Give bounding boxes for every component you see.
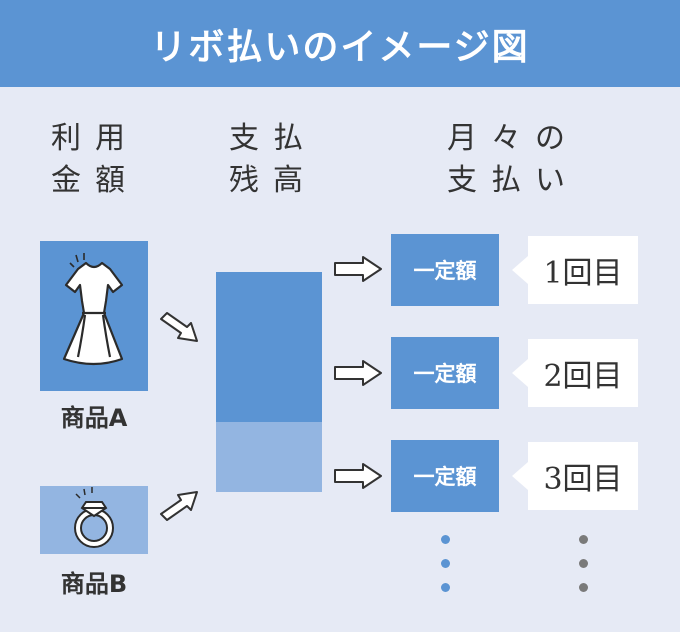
continuation-dot <box>441 559 450 568</box>
column-header-usage: 利用 金額 <box>30 118 160 202</box>
ring-icon <box>74 487 114 548</box>
column-header-balance-line2: 残高 <box>229 163 317 198</box>
arrow-to-payment-3 <box>334 463 382 489</box>
continuation-dot <box>441 535 450 544</box>
arrow-to-payment-2 <box>334 360 382 386</box>
continuation-dot <box>579 583 588 592</box>
payment-count-2: 2回目 <box>512 339 638 407</box>
continuation-dot <box>579 535 588 544</box>
dress-icon <box>62 253 124 366</box>
balance-block-product-b <box>216 422 322 492</box>
arrow-product-a-to-balance <box>160 312 198 342</box>
column-header-balance: 支払 残高 <box>208 118 338 202</box>
continuation-dot <box>579 559 588 568</box>
product-b-box <box>40 486 148 554</box>
column-header-balance-line1: 支払 <box>229 121 317 156</box>
page-title: リボ払いのイメージ図 <box>150 26 530 68</box>
payment-amount-2: 一定額 <box>391 337 499 409</box>
column-header-usage-line2: 金額 <box>51 163 139 198</box>
payment-count-1: 1回目 <box>512 236 638 304</box>
arrow-to-payment-1 <box>334 256 382 282</box>
balance-block-product-a <box>216 272 322 422</box>
payment-count-3: 3回目 <box>512 442 638 510</box>
column-header-monthly-line1: 月々の <box>447 121 579 156</box>
arrow-product-b-to-balance <box>160 491 198 521</box>
continuation-dot <box>441 583 450 592</box>
product-a-label: 商品A <box>60 404 128 432</box>
payment-amount-3: 一定額 <box>391 440 499 512</box>
title-banner: リボ払いのイメージ図 <box>0 0 680 87</box>
product-a-box <box>40 241 148 391</box>
column-header-monthly: 月々の 支払い <box>428 118 598 202</box>
product-b-label: 商品B <box>60 570 128 598</box>
column-header-monthly-line2: 支払い <box>447 163 579 198</box>
column-header-usage-line1: 利用 <box>51 121 139 156</box>
payment-amount-1: 一定額 <box>391 234 499 306</box>
